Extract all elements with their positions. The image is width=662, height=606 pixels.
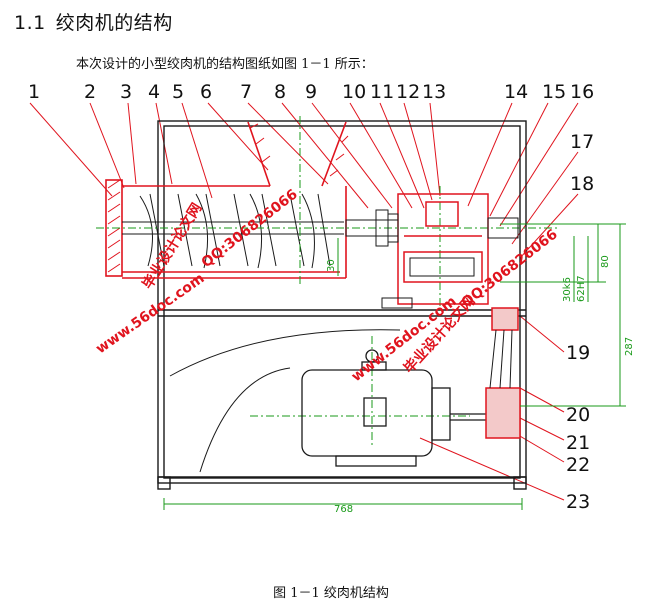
callout-12: 12 bbox=[396, 81, 420, 103]
callout-8: 8 bbox=[274, 81, 286, 103]
callout-7: 7 bbox=[240, 81, 252, 103]
callout-labels: 1 2 3 4 5 6 7 8 9 10 11 12 13 14 15 16 1… bbox=[28, 81, 594, 513]
callout-6: 6 bbox=[200, 81, 212, 103]
section-number: 1.1 bbox=[14, 12, 46, 34]
gearbox-section bbox=[397, 193, 489, 305]
callout-3: 3 bbox=[120, 81, 132, 103]
dimension-lines bbox=[163, 223, 626, 510]
callout-19: 19 bbox=[566, 342, 590, 364]
callout-9: 9 bbox=[305, 81, 317, 103]
section-title: 绞肉机的结构 bbox=[55, 12, 173, 34]
intro-paragraph: 本次设计的小型绞肉机的结构图纸如图 1－1 所示： bbox=[76, 57, 374, 72]
watermark-qq-1: QQ:306826066 bbox=[199, 186, 301, 271]
callout-20: 20 bbox=[566, 404, 590, 426]
callout-10: 10 bbox=[342, 81, 366, 103]
meat-grinder-drawing: 1 2 3 4 5 6 7 8 9 10 11 12 13 14 15 16 1… bbox=[28, 81, 635, 515]
callout-18: 18 bbox=[570, 173, 594, 195]
pulleys bbox=[485, 307, 521, 439]
callout-14: 14 bbox=[504, 81, 528, 103]
dim-width: 768 bbox=[334, 504, 353, 515]
centerlines bbox=[96, 116, 560, 446]
dim-shaft: 30 bbox=[326, 259, 337, 272]
leader-lines bbox=[29, 102, 579, 501]
callout-11: 11 bbox=[370, 81, 394, 103]
figure-caption: 图 1－1 绞肉机结构 bbox=[273, 586, 389, 601]
machine-frame bbox=[157, 120, 527, 490]
callout-23: 23 bbox=[566, 491, 590, 513]
callout-13: 13 bbox=[422, 81, 446, 103]
callout-5: 5 bbox=[172, 81, 184, 103]
callout-4: 4 bbox=[148, 81, 160, 103]
motor bbox=[301, 349, 498, 467]
callout-17: 17 bbox=[570, 131, 594, 153]
screw-auger bbox=[122, 193, 344, 269]
callout-1: 1 bbox=[28, 81, 40, 103]
belts bbox=[489, 329, 513, 389]
callout-16: 16 bbox=[570, 81, 594, 103]
section-heading: 1.1 绞肉机的结构 bbox=[14, 8, 173, 35]
shaft-assembly bbox=[345, 209, 519, 309]
dim-287: 287 bbox=[624, 337, 635, 356]
watermarks: www.56doc.com 毕业设计论文网 QQ:306826066 www.5… bbox=[93, 186, 561, 385]
callout-22: 22 bbox=[566, 454, 590, 476]
dim-80: 80 bbox=[600, 255, 611, 268]
dim-30k6: 30k6 bbox=[562, 277, 573, 302]
callout-15: 15 bbox=[542, 81, 566, 103]
motor-cover-curve bbox=[169, 329, 401, 473]
dim-62h7: 62H7 bbox=[576, 275, 587, 302]
callout-2: 2 bbox=[84, 81, 96, 103]
callout-21: 21 bbox=[566, 432, 590, 454]
barrel-hatch bbox=[107, 123, 349, 273]
